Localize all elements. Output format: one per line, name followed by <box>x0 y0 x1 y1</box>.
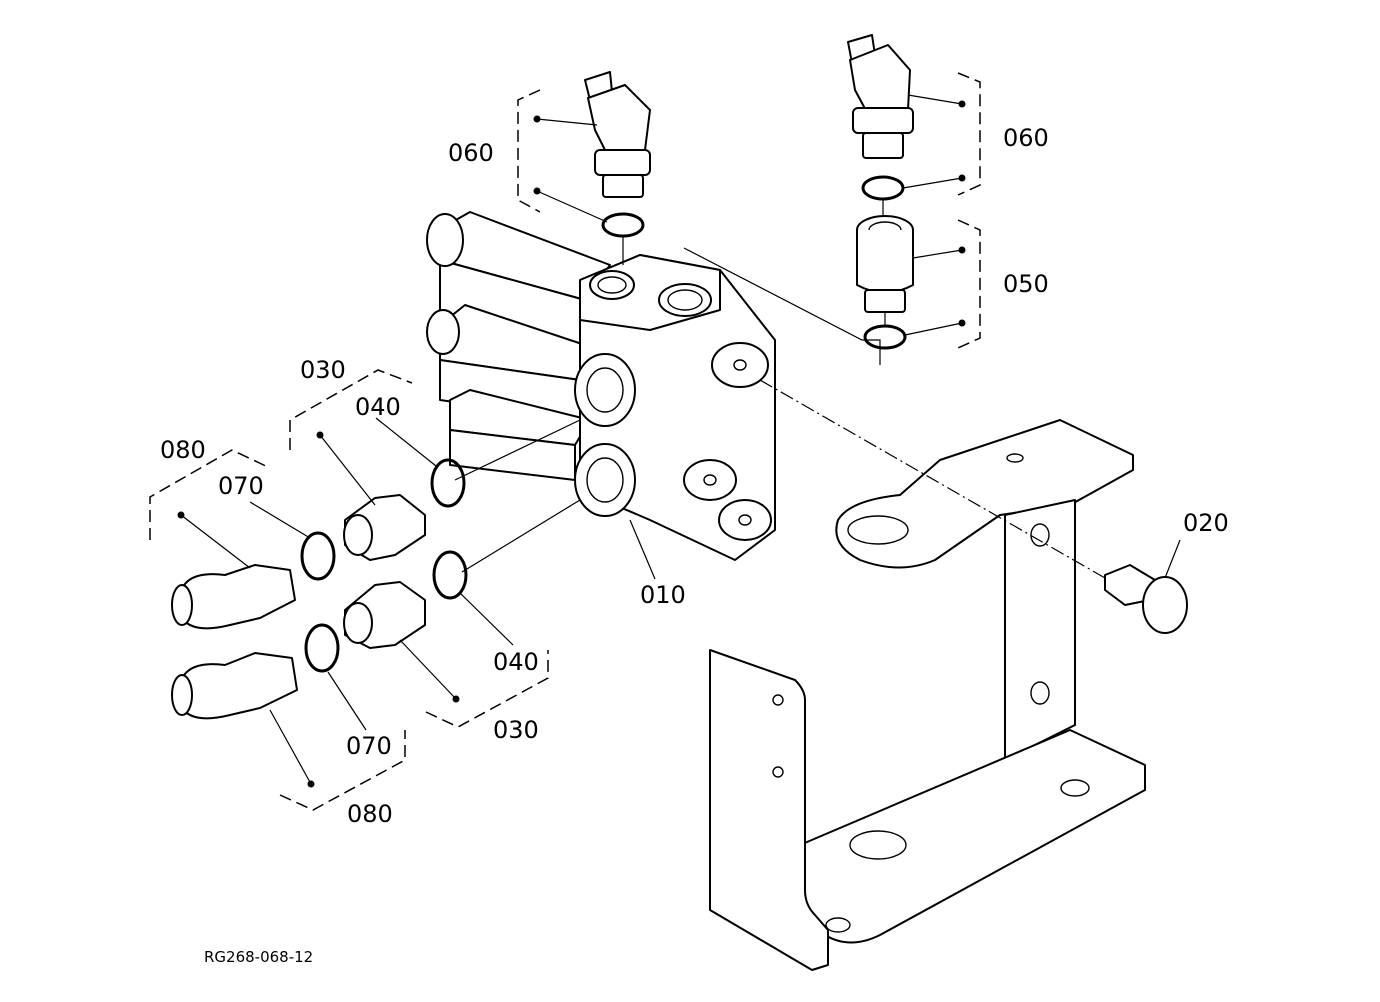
elbow-fitting-060-left <box>584 71 651 238</box>
valve-body <box>426 211 776 561</box>
mounting-bracket <box>709 419 1146 971</box>
callout-010: 010 <box>640 581 686 609</box>
callout-030-top: 030 <box>300 356 346 384</box>
callout-070-top: 070 <box>218 472 264 500</box>
connector-030-bottom <box>343 550 468 649</box>
callout-labels: 060 060 050 030 040 080 070 020 010 040 … <box>160 124 1229 966</box>
callout-060-left: 060 <box>448 139 494 167</box>
callout-030-bottom: 030 <box>493 716 539 744</box>
plug-020 <box>1104 564 1188 634</box>
connector-030-top <box>343 458 466 561</box>
callout-050: 050 <box>1003 270 1049 298</box>
assembly-lines <box>454 199 1106 579</box>
leader-lines <box>177 94 1181 788</box>
elbow-fitting-060-right <box>847 34 914 201</box>
adapter-050 <box>856 215 914 350</box>
callout-020: 020 <box>1183 509 1229 537</box>
callout-080-top: 080 <box>160 436 206 464</box>
elbow-fitting-080-bottom <box>171 623 340 720</box>
elbow-fitting-080-top <box>171 531 336 630</box>
callout-040-bottom: 040 <box>493 648 539 676</box>
callout-070-bottom: 070 <box>346 732 392 760</box>
callout-060-right: 060 <box>1003 124 1049 152</box>
figure-reference-code: RG268-068-12 <box>204 948 313 966</box>
group-brackets <box>149 72 981 811</box>
callout-080-bottom: 080 <box>347 800 393 828</box>
callout-040-top: 040 <box>355 393 401 421</box>
